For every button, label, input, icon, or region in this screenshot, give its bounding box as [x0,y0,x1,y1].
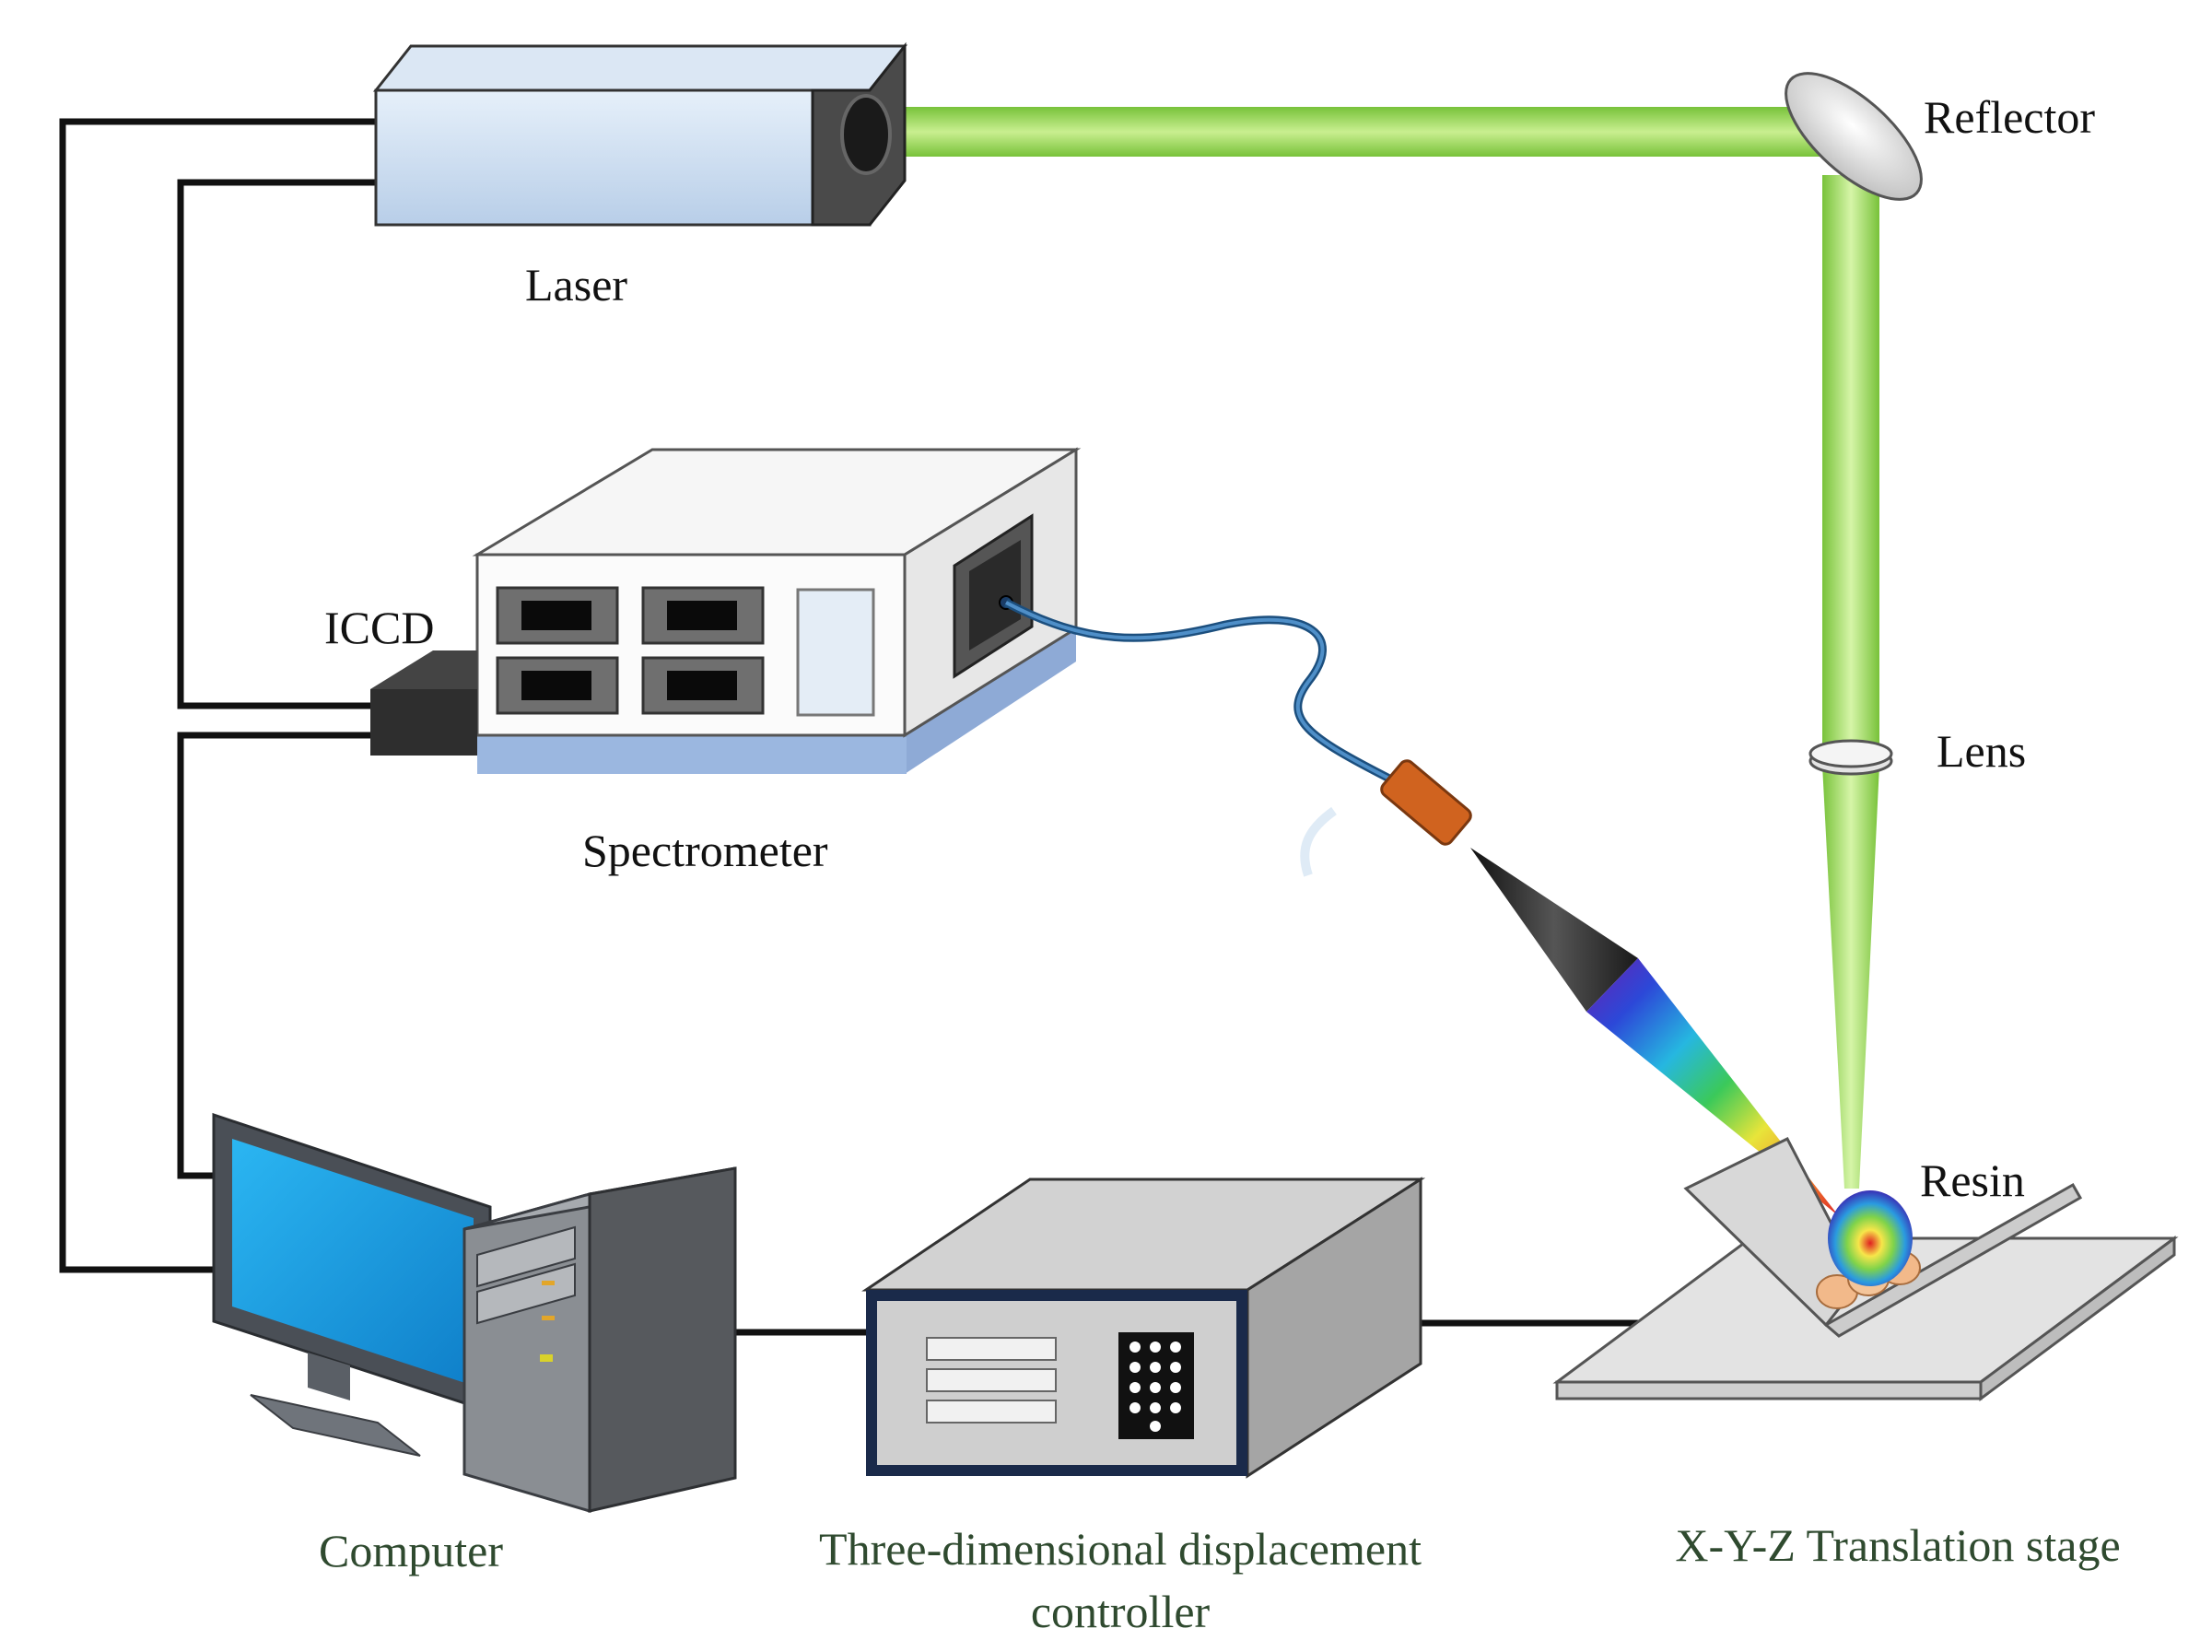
laser-aperture [840,94,892,175]
displacement-controller [861,1177,1426,1479]
laser-beam [857,107,1879,1189]
collection-probe [1300,759,1472,877]
emission-dark-cone [1470,848,1638,1012]
iccd-top [370,650,477,689]
label-resin: Resin [1920,1154,2025,1206]
label-laser: Laser [525,259,627,310]
label-iccd: ICCD [324,602,434,653]
optical-fiber [1003,599,1394,784]
cable-laser-to-iccd [177,179,376,709]
resin-sample [1816,1190,1921,1309]
keypad-buttons [1129,1342,1181,1432]
spectrometer [472,447,1082,774]
stage-plate-side [1979,1236,2176,1401]
probe-body [1380,759,1472,846]
label-stage: X-Y-Z Translation stage [1675,1519,2120,1571]
lens-rim [1808,739,1893,768]
cable-iccd-to-computer [177,732,370,1179]
beam-horizontal [857,107,1826,157]
monitor-stand [308,1353,350,1400]
labels: Laser Reflector ICCD Spectrometer Lens R… [319,91,2121,1637]
tower-power-led [540,1354,553,1362]
laser-top-face [372,44,908,92]
label-computer: Computer [319,1525,503,1576]
reflector [1785,72,1923,201]
reflector-mirror [1785,72,1923,201]
spectrometer-base-side [905,628,1076,774]
translation-stage [1552,1137,2179,1401]
controller-vents [926,1337,1057,1424]
label-spectrometer: Spectrometer [582,825,828,876]
computer [212,1112,737,1514]
probe-glow [1300,806,1337,877]
spectrometer-display [796,588,875,717]
monitor-base [250,1394,421,1457]
label-lens: Lens [1937,725,2026,777]
iccd-body [370,689,477,756]
label-controller-line2: controller [1031,1586,1211,1637]
spectrometer-base [477,733,907,774]
beam-vertical [1822,175,1879,756]
laser-device [372,41,908,227]
tower-drive-bay [476,1225,576,1288]
monitor-screen [232,1139,474,1386]
stage-plate-front [1555,1380,1983,1400]
plasma-plume [1828,1190,1913,1286]
sample-holder-right [1823,1182,2083,1338]
lens [1808,739,1893,776]
label-reflector: Reflector [1924,91,2095,143]
cable-laser-to-computer [59,118,376,1273]
tower-side [588,1166,737,1513]
label-controller-line1: Three-dimensional displacement [819,1523,1422,1575]
iccd-camera [370,650,477,756]
beam-focus-cone [1822,765,1879,1189]
laser-front-face [374,88,872,227]
spectrometer-slots [496,586,765,715]
cables [59,118,1677,1336]
